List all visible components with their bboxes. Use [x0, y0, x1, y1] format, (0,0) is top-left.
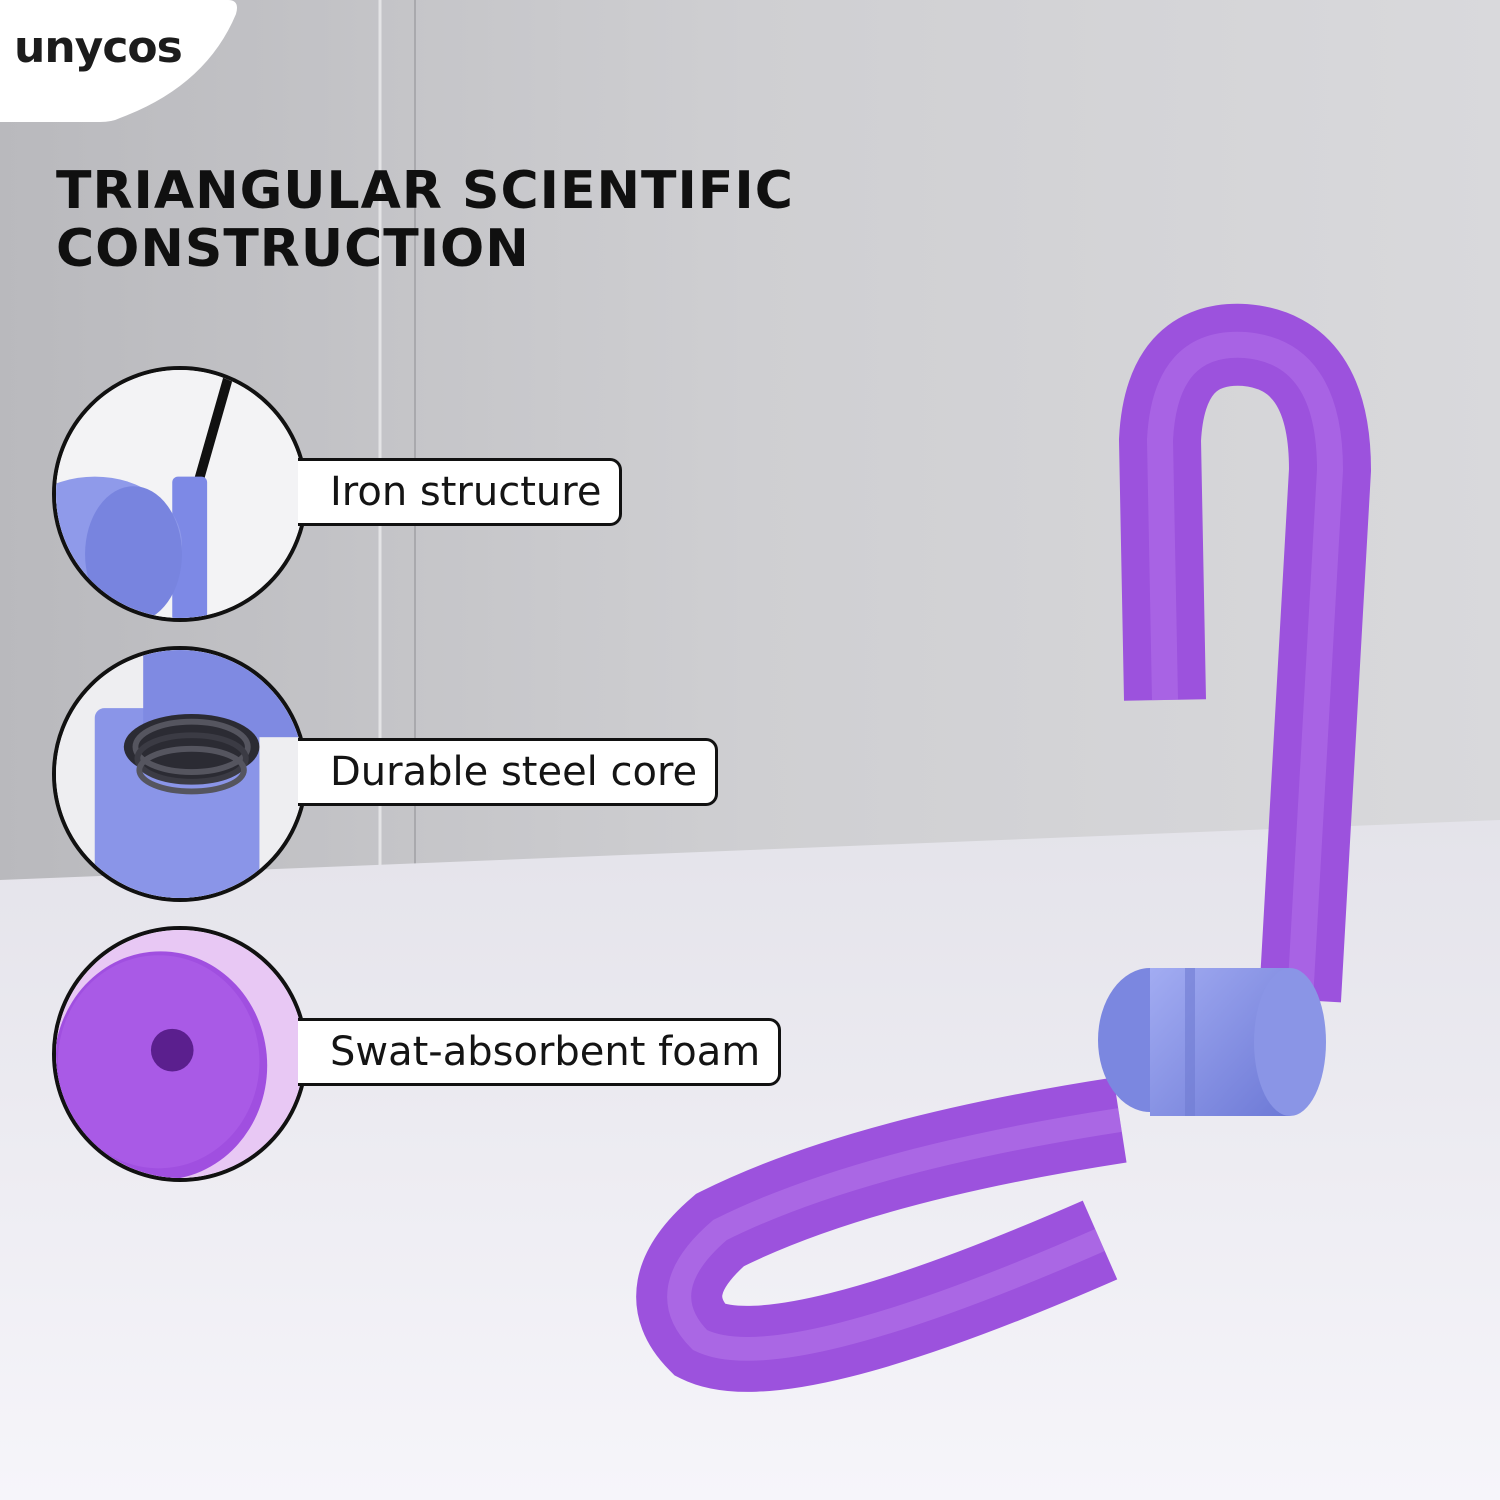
page-title: TRIANGULAR SCIENTIFIC CONSTRUCTION: [56, 162, 794, 278]
feature-label-swat-absorbent-foam: Swat-absorbent foam: [298, 1018, 782, 1086]
brand-tab: [0, 0, 237, 122]
feature-swat-absorbent-foam: Swat-absorbent foam: [52, 926, 872, 1182]
steel-spring-closeup-icon: [52, 646, 308, 902]
page-title-line-2: CONSTRUCTION: [56, 219, 530, 279]
iron-rod-closeup-icon: [52, 366, 308, 622]
feature-label-durable-steel-core: Durable steel core: [298, 738, 719, 806]
thigh-trainer-product: [636, 303, 1372, 1392]
brand-logo: unycos: [14, 22, 183, 73]
foam-tube-closeup-icon: [52, 926, 308, 1182]
page-title-line-1: TRIANGULAR SCIENTIFIC: [56, 161, 794, 221]
feature-label-iron-structure: Iron structure: [298, 458, 623, 526]
feature-durable-steel-core: Durable steel core: [52, 646, 872, 902]
feature-iron-structure: Iron structure: [52, 366, 872, 622]
